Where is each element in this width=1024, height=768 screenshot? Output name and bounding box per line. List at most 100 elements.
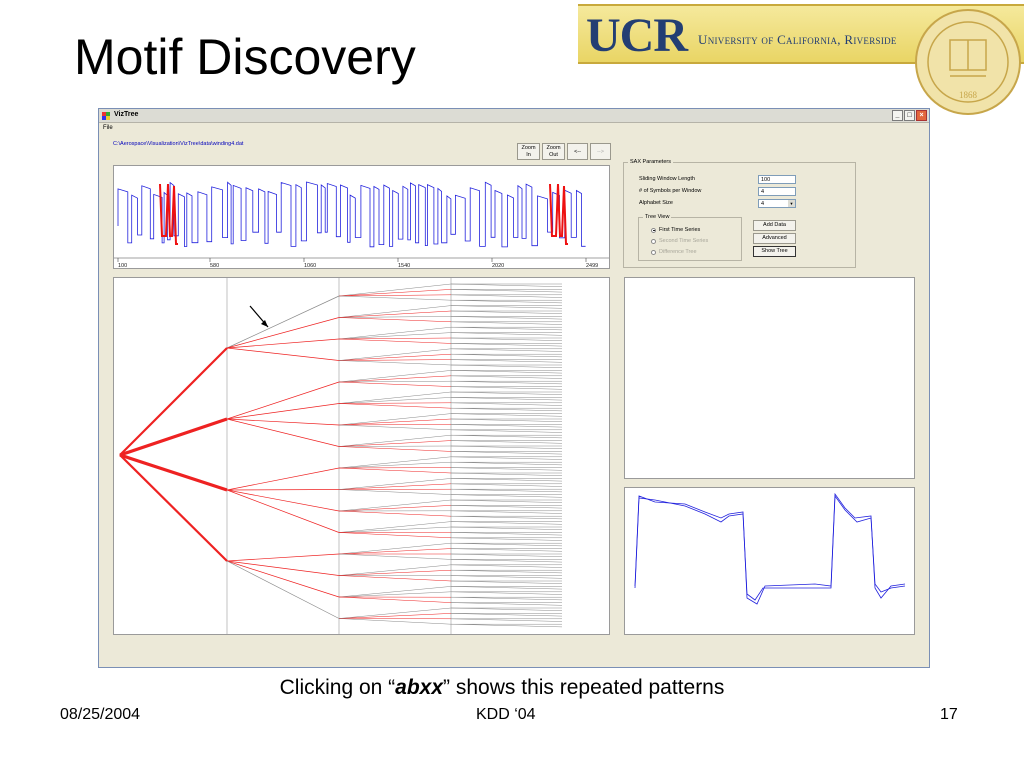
- motif-occurrence-line: [634, 494, 906, 601]
- radio-difference-tree[interactable]: Difference Tree: [651, 249, 697, 255]
- menu-file[interactable]: File: [103, 125, 113, 131]
- tree-branch: [450, 283, 563, 287]
- symbols-field[interactable]: 4: [758, 187, 796, 196]
- tree-branch: [226, 338, 340, 349]
- axis-tick-label: 100: [118, 263, 127, 268]
- tree-branch: [450, 402, 563, 406]
- tree-branch: [450, 580, 563, 584]
- tree-branch: [119, 347, 228, 456]
- motif-occurrence-line: [634, 492, 906, 605]
- tree-branch: [450, 532, 563, 536]
- tree-branch: [450, 623, 563, 628]
- tree-branch: [338, 402, 452, 404]
- tree-branch: [338, 370, 452, 383]
- tree-branch: [338, 618, 452, 625]
- tree-branch: [226, 317, 340, 349]
- tree-branch: [450, 472, 563, 476]
- tree-branch: [450, 575, 563, 579]
- show-tree-button[interactable]: Show Tree: [753, 246, 796, 257]
- radio-first-series[interactable]: First Time Series: [651, 227, 700, 233]
- add-data-button[interactable]: Add Data: [753, 220, 796, 231]
- motif-subsequence-panel[interactable]: [624, 487, 915, 635]
- tree-branch: [450, 424, 563, 428]
- tree-branch: [450, 564, 563, 568]
- tree-branch: [450, 505, 563, 509]
- tree-branch: [338, 478, 452, 490]
- tree-branch: [450, 548, 563, 552]
- tree-branch: [450, 413, 563, 417]
- tree-branch: [338, 586, 452, 598]
- tree-branch: [338, 289, 452, 297]
- tree-branch: [450, 499, 563, 503]
- viztree-window: VizTree _ □ × File C:\Aerospace\Visualiz…: [98, 108, 930, 668]
- tree-branch: [338, 505, 452, 512]
- tree-branch: [226, 560, 340, 576]
- tree-branch: [450, 429, 563, 433]
- tree-branch: [450, 391, 563, 395]
- details-panel[interactable]: [624, 277, 915, 479]
- window-title: VizTree: [114, 111, 139, 118]
- close-button[interactable]: ×: [916, 110, 927, 121]
- tree-branch: [226, 489, 340, 512]
- window-length-label: Sliding Window Length: [639, 176, 695, 182]
- tree-branch: [450, 537, 563, 541]
- tree-branch: [226, 347, 340, 361]
- tree-branch: [338, 440, 452, 447]
- tree-branch: [338, 591, 452, 598]
- tree-branch: [450, 451, 563, 455]
- tree-branch: [338, 542, 452, 555]
- subsequence-tree-panel[interactable]: [113, 277, 610, 635]
- tree-branch: [450, 326, 563, 331]
- tree-branch: [338, 375, 452, 383]
- tree-branch: [226, 553, 340, 562]
- tree-branch: [450, 483, 563, 487]
- minimize-button[interactable]: _: [892, 110, 903, 121]
- tree-branch: [338, 596, 452, 603]
- tree-branch: [450, 316, 563, 320]
- tree-branch: [338, 424, 452, 426]
- tree-branch: [338, 483, 452, 490]
- tree-branch: [338, 353, 452, 361]
- tree-branch: [450, 591, 563, 595]
- window-titlebar[interactable]: VizTree _ □ ×: [99, 109, 929, 123]
- tree-branch: [338, 569, 452, 576]
- tree-branch: [338, 564, 452, 576]
- footer-page-number: 17: [940, 706, 958, 723]
- tree-branch: [450, 526, 563, 530]
- tree-branch: [338, 548, 452, 555]
- advanced-button[interactable]: Advanced: [753, 233, 796, 244]
- tree-branch: [450, 467, 563, 471]
- tree-branch: [226, 489, 340, 533]
- alphabet-label: Alphabet Size: [639, 200, 673, 206]
- tree-branch: [338, 521, 452, 533]
- symbols-label: # of Symbols per Window: [639, 188, 702, 194]
- tree-branch: [338, 391, 452, 404]
- tree-branch: [338, 332, 452, 340]
- axis-tick-label: 2499: [586, 263, 598, 268]
- alphabet-select[interactable]: 4▼: [758, 199, 796, 208]
- window-length-field[interactable]: 100: [758, 175, 796, 184]
- tree-branch: [450, 618, 563, 622]
- tree-branch: [450, 397, 563, 401]
- tree-branch: [226, 295, 340, 349]
- back-button[interactable]: <--: [567, 143, 588, 160]
- tree-branch: [338, 317, 452, 323]
- tree-branch: [450, 305, 563, 309]
- maximize-button[interactable]: □: [904, 110, 915, 121]
- tree-branch: [338, 510, 452, 517]
- tree-branch: [338, 418, 452, 426]
- forward-button[interactable]: -->: [590, 143, 611, 160]
- tree-branch: [338, 348, 452, 361]
- tree-branch: [450, 586, 563, 590]
- sax-parameters-group: SAX Parameters Sliding Window Length 100…: [623, 159, 856, 268]
- tree-branch: [450, 607, 563, 611]
- chevron-down-icon[interactable]: ▼: [788, 200, 795, 207]
- radio-second-series[interactable]: Second Time Series: [651, 238, 708, 244]
- tree-branch: [119, 454, 228, 562]
- tree-branch: [338, 337, 452, 340]
- tree-branch: [338, 467, 452, 474]
